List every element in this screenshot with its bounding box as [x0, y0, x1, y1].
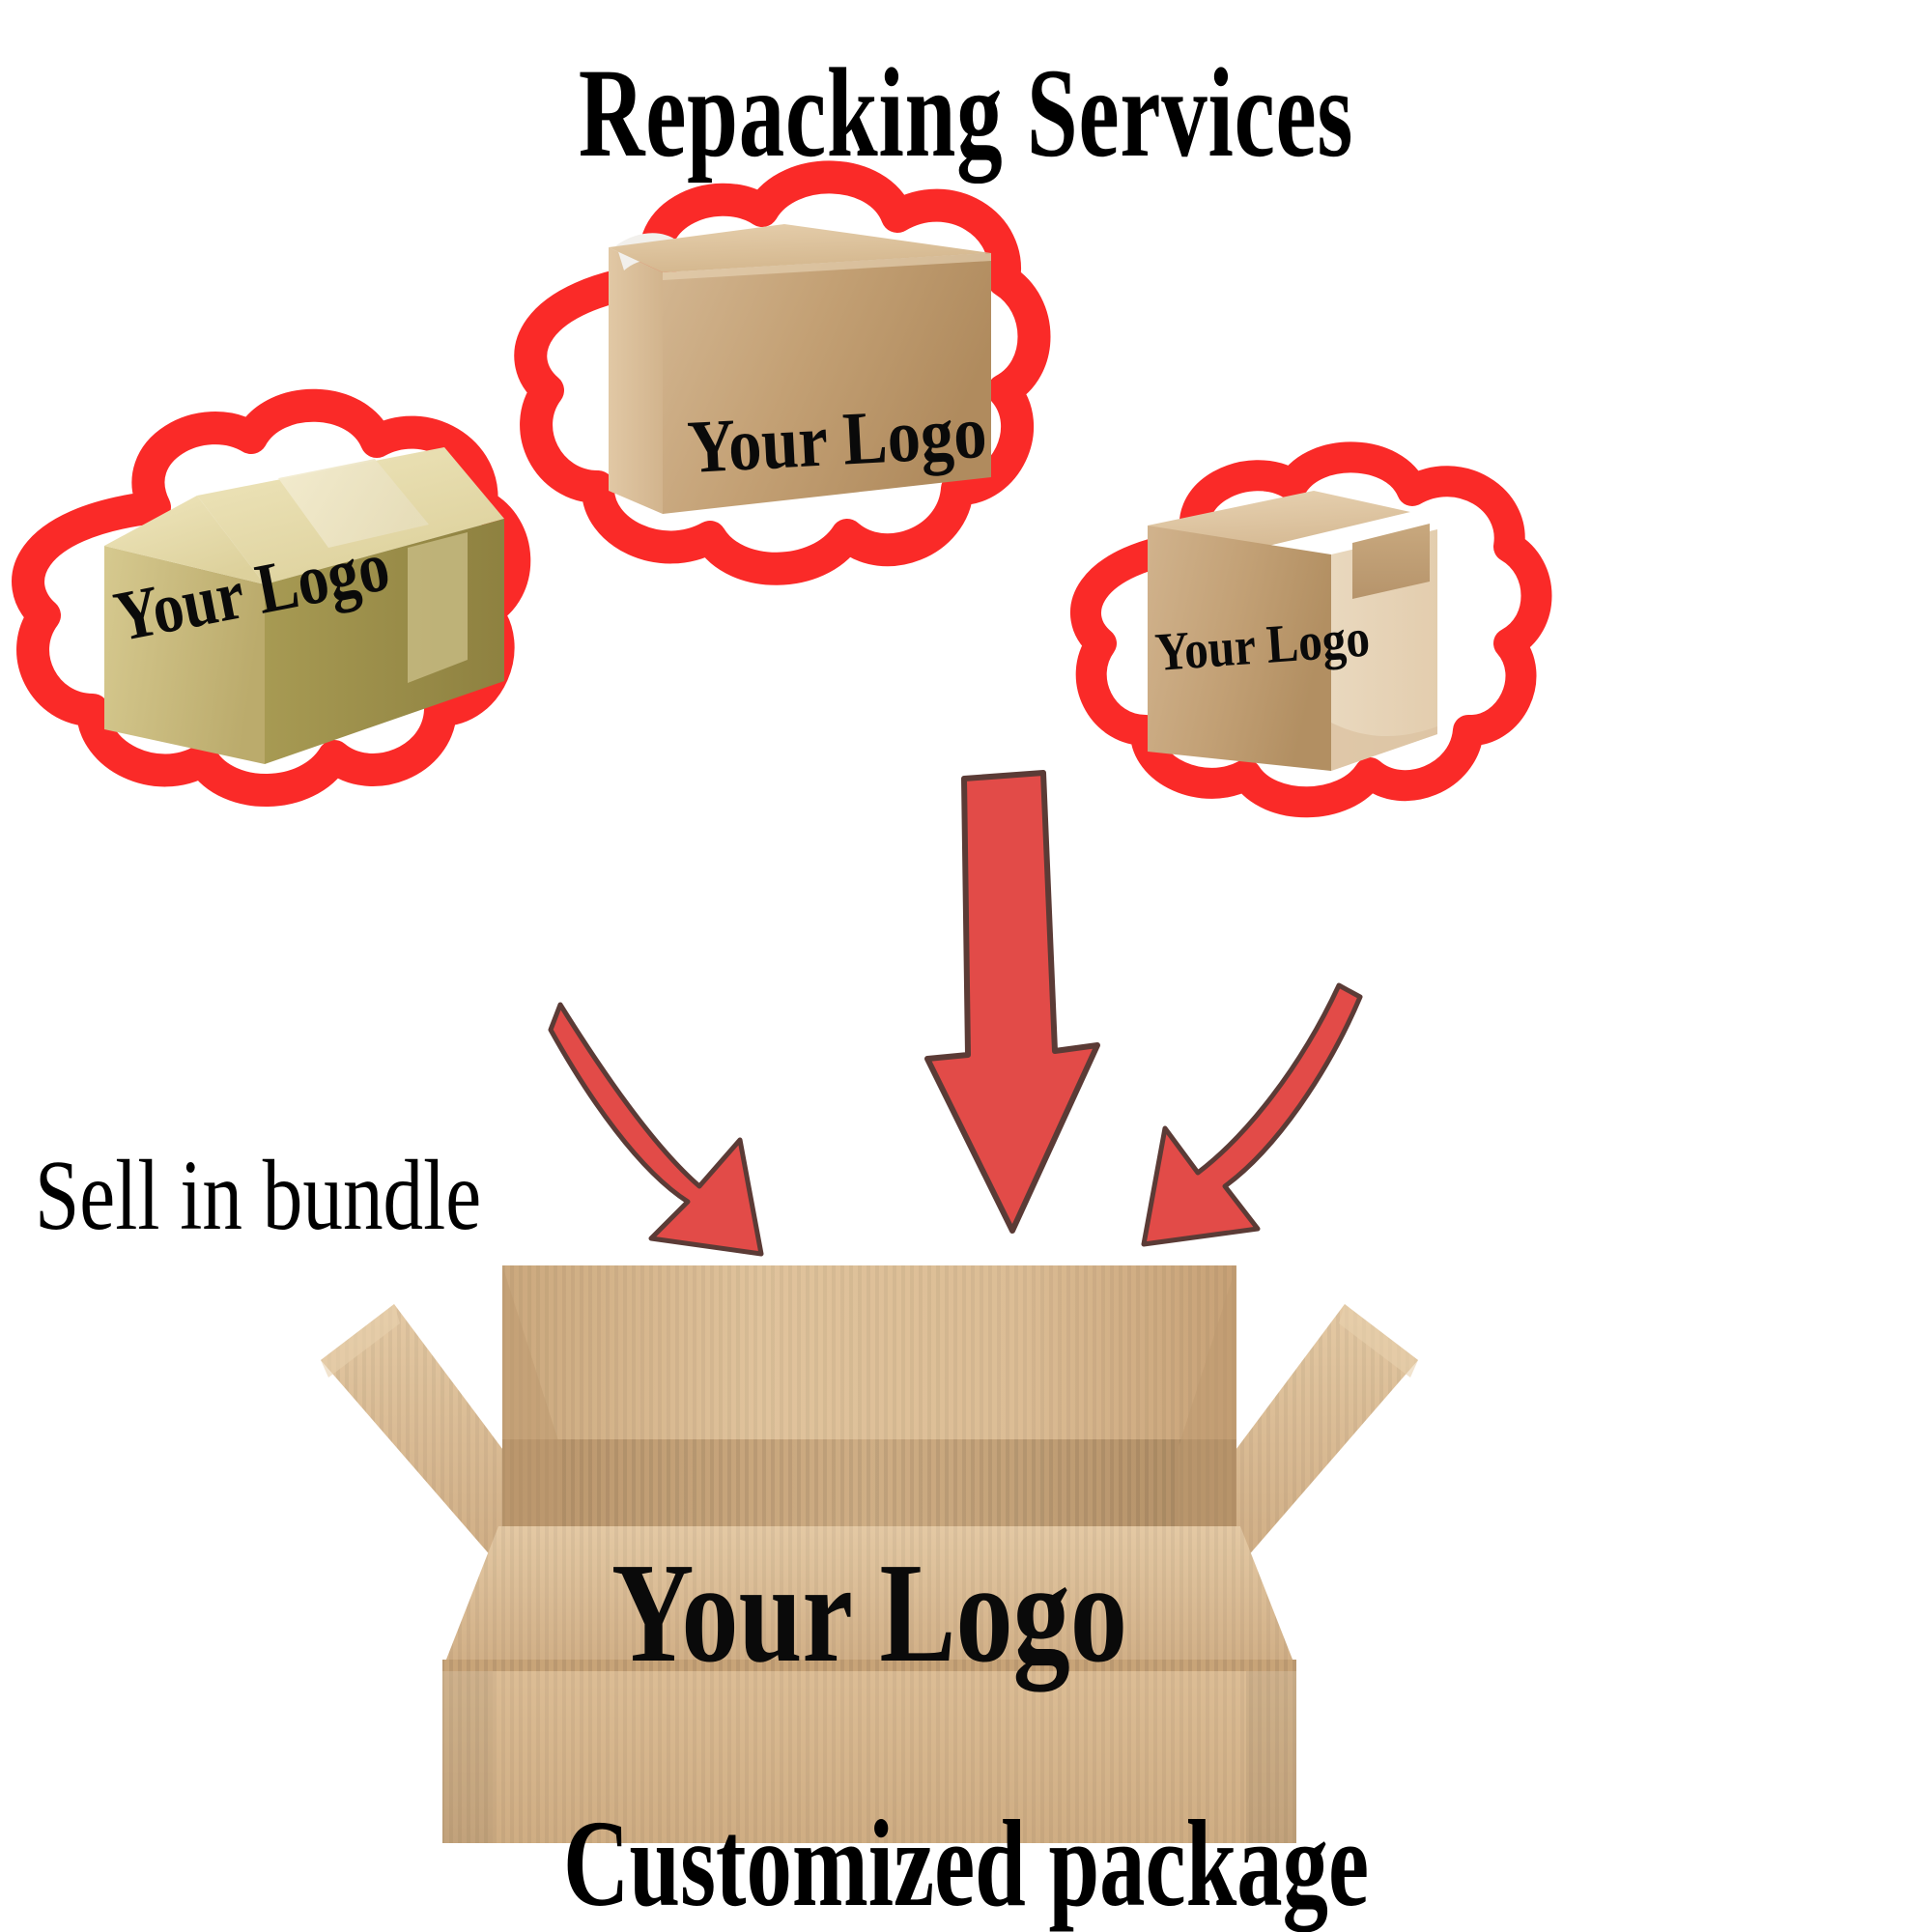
page-title: Repacking Services	[578, 42, 1354, 184]
open-box-graphic	[321, 1265, 1418, 1843]
open-box	[319, 1246, 1420, 1845]
arrow-left	[548, 995, 792, 1265]
arrow-center-shape	[924, 770, 1100, 1234]
arrow-right	[1111, 982, 1372, 1265]
box-right	[1148, 491, 1457, 771]
sell-in-bundle-label: Sell in bundle	[35, 1140, 482, 1251]
arrow-center	[908, 769, 1101, 1252]
box-left-graphic	[104, 447, 504, 764]
arrow-right-shape	[1141, 982, 1363, 1247]
box-left	[89, 440, 504, 807]
box-right-graphic	[1148, 491, 1437, 771]
arrow-left-shape	[548, 1002, 764, 1257]
box-center	[609, 224, 995, 543]
box-center-graphic	[609, 224, 991, 514]
bottom-caption: Customized package	[562, 1795, 1370, 1932]
